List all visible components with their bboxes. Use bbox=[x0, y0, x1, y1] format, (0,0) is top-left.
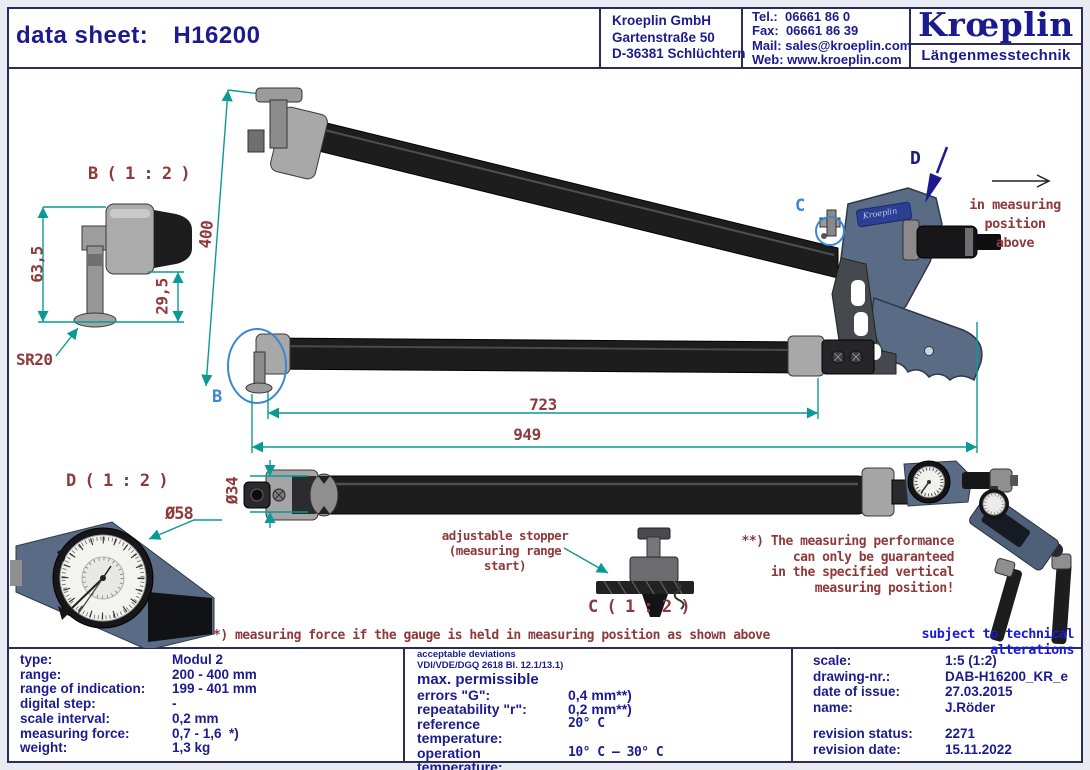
note-adjustable-stopper: adjustable stopper (measuring range star… bbox=[441, 528, 569, 573]
info-row-scale: scale:1:5 (1:2) bbox=[813, 653, 997, 668]
company-city: D-36381 Schlüchtern bbox=[612, 46, 746, 61]
brand-logo: Krœplin bbox=[918, 5, 1074, 44]
contact-tel: Tel.: 06661 86 0 bbox=[752, 9, 851, 24]
footer-vline-1 bbox=[403, 647, 405, 763]
technical-drawing-svg bbox=[10, 87, 1072, 648]
header-vline-2 bbox=[741, 7, 743, 68]
dim-dia34: Ø34 bbox=[222, 476, 242, 505]
logo-divider bbox=[909, 43, 1083, 45]
main-view-drawing bbox=[245, 87, 1001, 394]
page-title-label: data sheet: bbox=[16, 22, 149, 49]
bottom-view-drawing bbox=[243, 460, 1018, 521]
dim-sr20: SR20 bbox=[16, 350, 53, 369]
view-d-arrow-head bbox=[925, 173, 942, 203]
dev-row-errors: errors "G":0,4 mm**) bbox=[417, 687, 632, 703]
info-table: scale:1:5 (1:2) drawing-nr.:DAB-H16200_K… bbox=[813, 653, 1068, 757]
page-title: data sheet: H16200 bbox=[16, 22, 260, 50]
header-divider bbox=[7, 67, 1083, 69]
spec-row-digital-step: digital step:- bbox=[20, 696, 177, 712]
company-street: Gartenstraße 50 bbox=[612, 29, 715, 45]
dim-723: 723 bbox=[529, 395, 557, 414]
view-d-arrow-line bbox=[935, 146, 949, 174]
spec-row-range: range:200 - 400 mm bbox=[20, 666, 257, 682]
contact-mail: Mail: sales@kroeplin.com bbox=[752, 37, 912, 53]
deviations-intro: max. permissible bbox=[417, 671, 539, 688]
info-row-drawing-nr: drawing-nr.:DAB-H16200_KR_e bbox=[813, 668, 1069, 684]
spec-table: type:Modul 2 range:200 - 400 mm range of… bbox=[20, 652, 257, 756]
dial-detail-drawing bbox=[10, 521, 215, 648]
detail-b-circle bbox=[227, 328, 287, 404]
dev-row-repeatability: repeatability "r":0,2 mm**) bbox=[417, 701, 632, 718]
dim-63-5: 63,5 bbox=[27, 246, 47, 283]
spec-row-indication: range of indication:199 - 401 mm bbox=[20, 681, 257, 697]
stopper-leader bbox=[563, 547, 609, 574]
info-row-revision-date: revision date:15.11.2022 bbox=[813, 741, 1012, 757]
brand-subtitle: Längenmesstechnik bbox=[921, 47, 1071, 64]
dev-row-reference-temp: reference temperature:20° C bbox=[417, 715, 605, 747]
contact-block: Tel.: 06661 86 0 Fax: 06661 86 39 Mail: … bbox=[752, 9, 912, 67]
detail-c-title: C ( 1 : 2 ) bbox=[588, 597, 691, 617]
note-measuring-position: in measuring position above bbox=[969, 197, 1061, 251]
dim-949: 949 bbox=[513, 425, 541, 444]
header-vline-1 bbox=[599, 7, 601, 68]
stopper-drawing bbox=[596, 527, 694, 617]
detail-b-title: B ( 1 : 2 ) bbox=[88, 164, 191, 184]
detail-b-label: B bbox=[212, 387, 222, 407]
spec-row-type: type:Modul 2 bbox=[20, 652, 223, 667]
dim-dia58: Ø58 bbox=[165, 504, 194, 524]
company-address: Kroeplin GmbH Gartenstraße 50 D-36381 Sc… bbox=[612, 13, 746, 63]
page-title-value: H16200 bbox=[173, 22, 261, 49]
info-row-name: name:J.Röder bbox=[813, 700, 996, 716]
dev-row-operation-temp: operation temperature:10° C – 30° C bbox=[417, 744, 664, 770]
footer-vline-2 bbox=[791, 647, 793, 763]
dim-29-5: 29,5 bbox=[152, 278, 172, 315]
spec-row-measuring-force: measuring force:0,7 - 1,6 *) bbox=[20, 725, 239, 741]
note-subject-to-alterations: subject to technical alterations bbox=[921, 626, 1074, 658]
detail-d-title: D ( 1 : 2 ) bbox=[66, 471, 169, 491]
vertical-position-figure bbox=[969, 486, 1072, 645]
contact-fax: Fax: 06661 86 39 bbox=[752, 23, 859, 39]
detail-b-drawing bbox=[73, 203, 192, 328]
note-measuring-force: *) measuring force if the gauge is held … bbox=[213, 628, 770, 643]
note-measuring-performance: **) The measuring performance can only b… bbox=[741, 534, 955, 596]
main-view-annotations bbox=[227, 146, 1051, 404]
detail-c-circle bbox=[815, 216, 845, 246]
contact-web: Web: www.kroeplin.com bbox=[752, 51, 902, 67]
detail-c-label: C bbox=[795, 196, 805, 216]
detail-b-dimensions bbox=[37, 89, 286, 387]
bottom-view-dimensions bbox=[250, 460, 308, 528]
deviations-note-1: acceptable deviations bbox=[417, 649, 516, 660]
header-vline-3 bbox=[909, 7, 911, 68]
deviations-note-2: VDI/VDE/DGQ 2618 Bl. 12.1/13.1) bbox=[417, 659, 564, 671]
company-name: Kroeplin GmbH bbox=[612, 13, 712, 28]
footer-divider bbox=[7, 647, 1083, 649]
info-row-revision-status: revision status:2271 bbox=[813, 725, 976, 741]
view-d-label: D bbox=[910, 148, 921, 169]
info-row-date-of-issue: date of issue:27.03.2015 bbox=[813, 684, 1013, 700]
deviations-table: acceptable deviations VDI/VDE/DGQ 2618 B… bbox=[417, 649, 671, 770]
spec-row-scale-interval: scale interval:0,2 mm bbox=[20, 710, 219, 726]
main-view-dimensions bbox=[251, 322, 978, 453]
spec-row-weight: weight:1,3 kg bbox=[20, 740, 211, 756]
dia58-leader bbox=[148, 519, 222, 540]
